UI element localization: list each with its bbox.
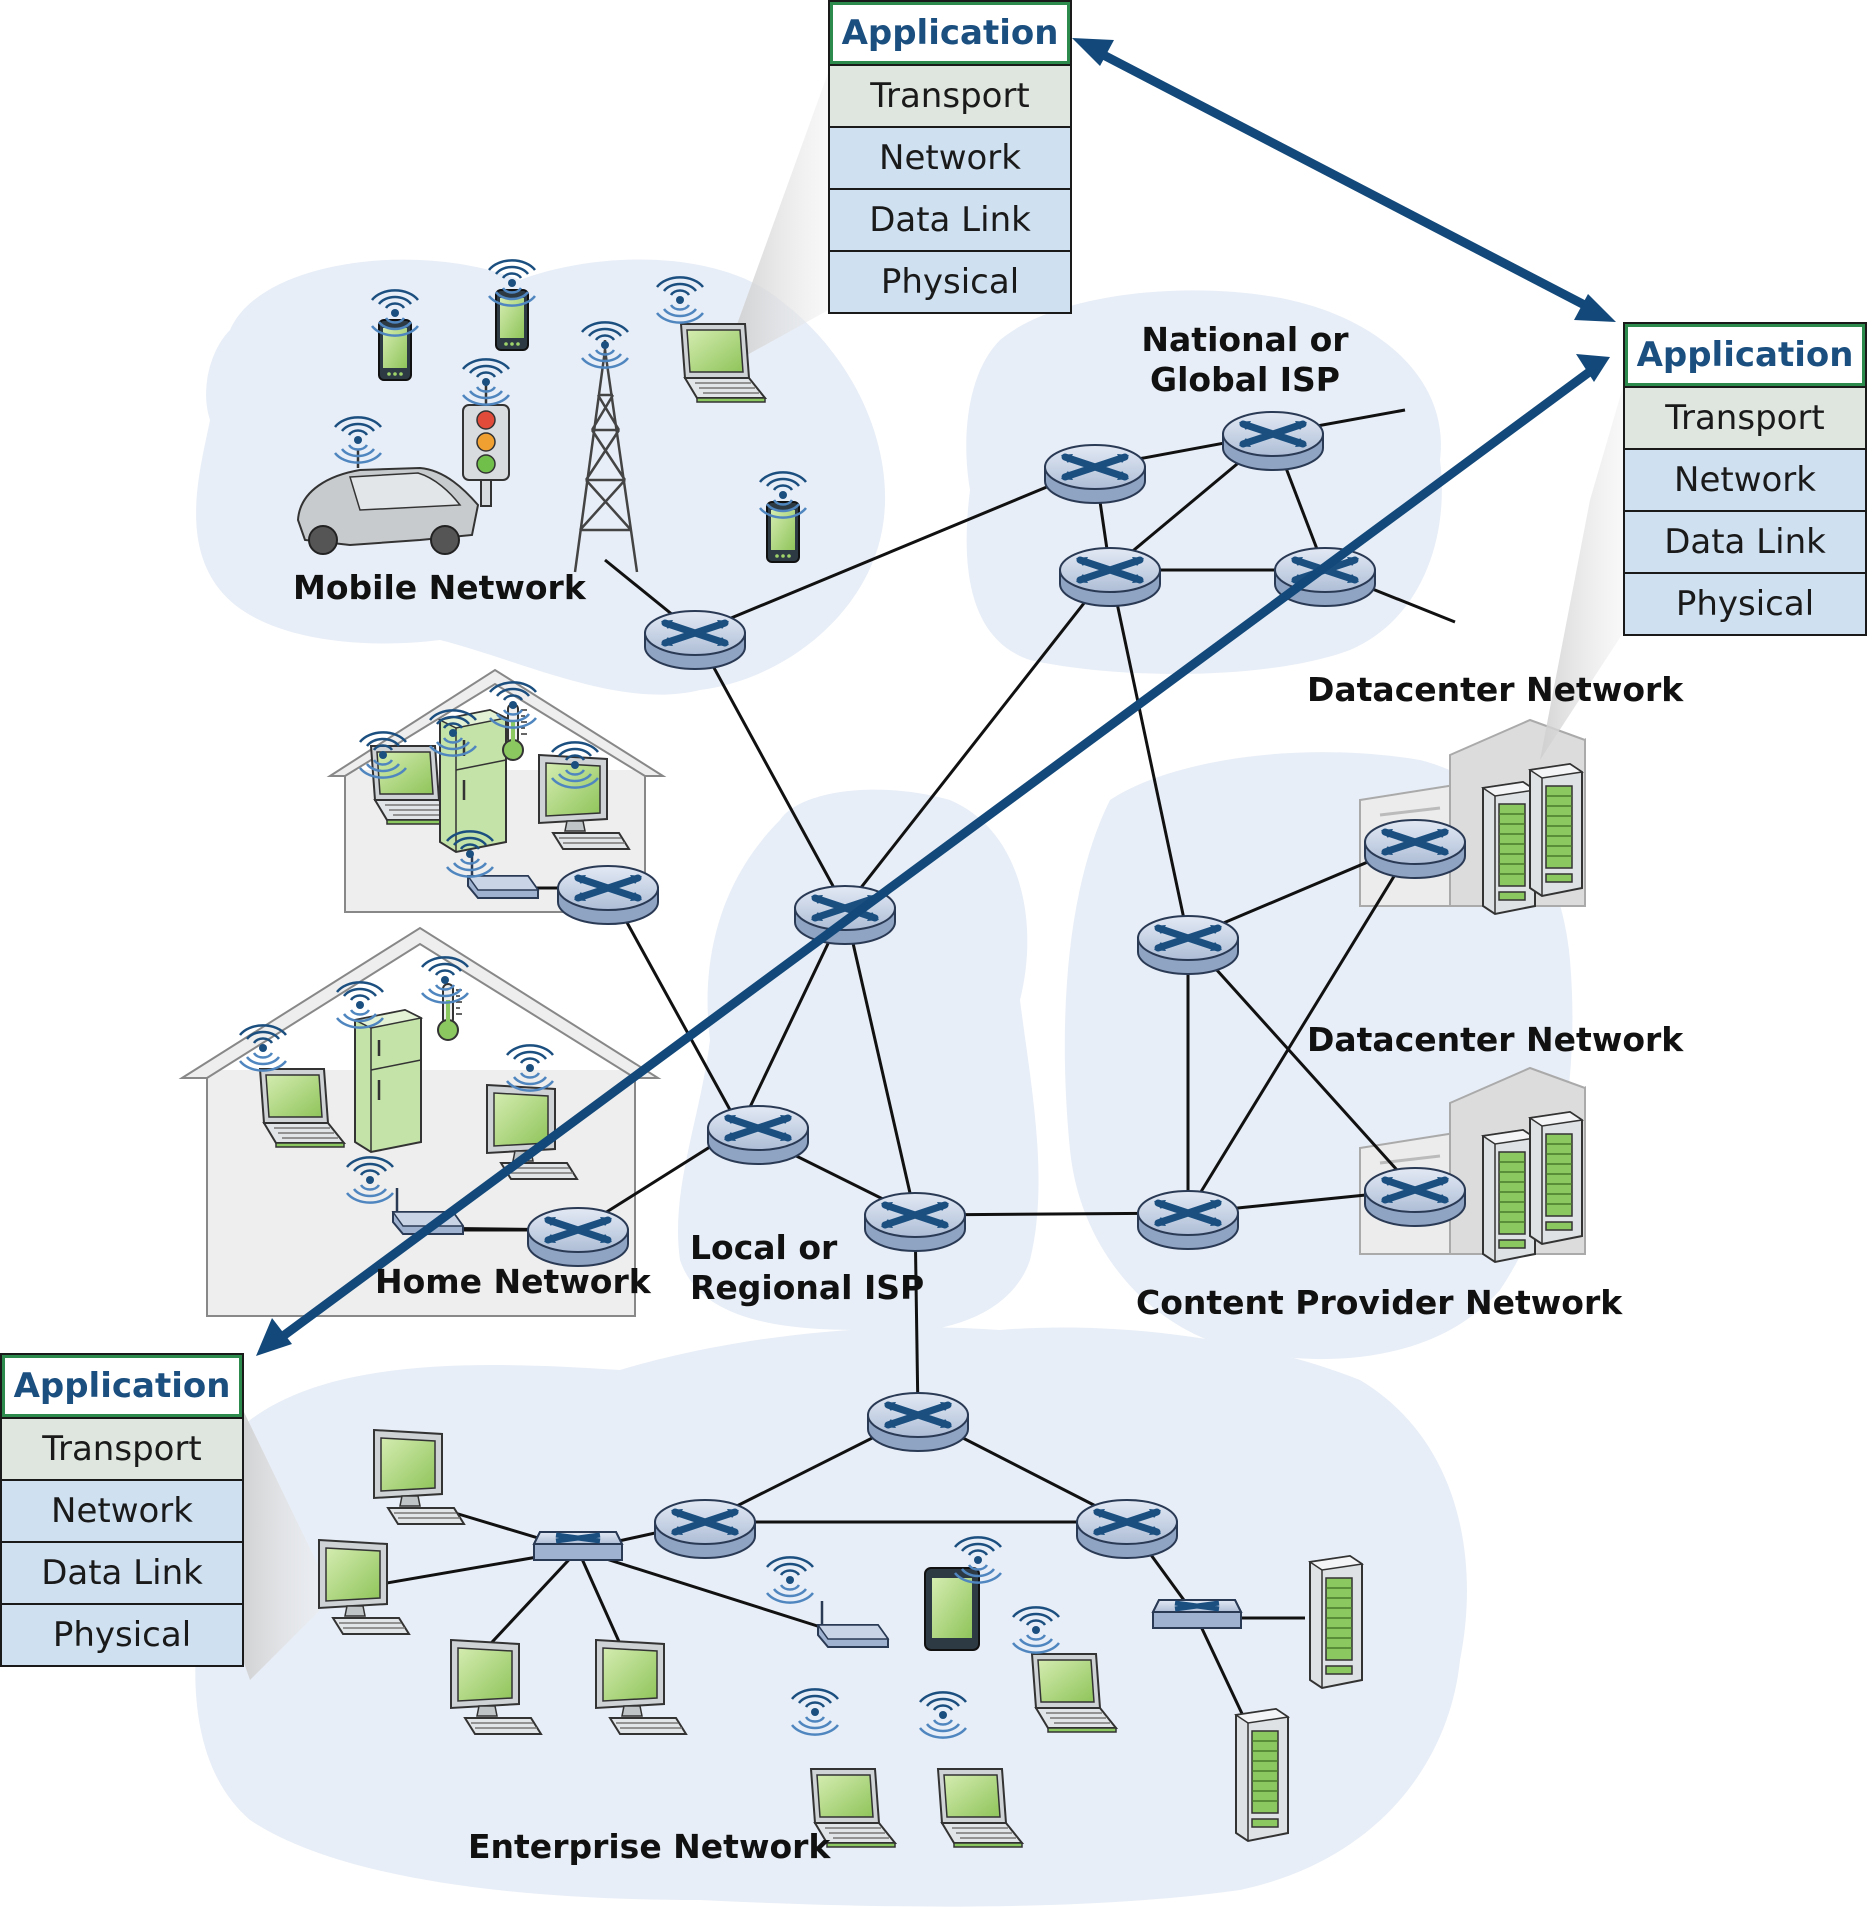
router-icon [1060,548,1160,606]
layer-network: Network [1625,448,1865,510]
router-icon [1077,1500,1177,1558]
router-icon [1138,916,1238,974]
router-icon [1045,445,1145,503]
layer-application: Application [1625,324,1865,386]
car-icon [296,450,480,555]
layer-application: Application [830,2,1070,64]
enterprise-network-label: Enterprise Network [468,1827,831,1866]
layer-network: Network [2,1479,242,1541]
local-isp-label-line1: Local or [690,1228,838,1267]
server-rack-icon [1235,1708,1289,1842]
router-icon [645,611,745,669]
protocol-stack-left: Application Transport Network Data Link … [0,1353,244,1667]
switch-icon [534,1532,622,1560]
layer-application: Application [2,1355,242,1417]
national-isp-label-line2: Global ISP [1150,359,1340,399]
server-rack-icon [1309,1555,1363,1689]
layer-transport: Transport [1625,386,1865,448]
national-isp-label-line1: National or [1141,320,1349,359]
router-icon [1365,1168,1465,1226]
router-icon [1223,412,1323,470]
mobile-network-label: Mobile Network [293,568,586,607]
tablet-icon [924,1567,980,1651]
refrigerator-icon [353,1008,423,1154]
left-stack-callout [243,1410,330,1680]
layer-data-link: Data Link [830,188,1070,250]
router-icon [655,1500,755,1558]
router-icon [708,1106,808,1164]
server-rack-icon [1482,1129,1536,1263]
switch-icon [1153,1600,1241,1628]
layer-physical: Physical [830,250,1070,312]
datacenter-network-label-upper: Datacenter Network [1307,670,1684,709]
top-stack-callout [735,62,832,360]
layer-physical: Physical [1625,572,1865,634]
protocol-stack-right: Application Transport Network Data Link … [1623,322,1867,636]
local-isp-label-line2: Regional ISP [690,1267,925,1307]
datacenter-network-label-lower: Datacenter Network [1307,1020,1684,1059]
protocol-stack-top: Application Transport Network Data Link … [828,0,1072,314]
national-isp-label: National or Global ISP [1100,320,1390,399]
server-rack-icon [1529,1111,1583,1245]
traffic-light-icon [462,385,510,507]
right-stack-callout [1540,380,1625,760]
local-isp-cloud [677,789,1039,1333]
router-icon [1365,820,1465,878]
layer-transport: Transport [2,1417,242,1479]
layer-physical: Physical [2,1603,242,1665]
cell-tower-icon [573,340,639,573]
local-isp-label: Local or Regional ISP [690,1228,924,1307]
layer-network: Network [830,126,1070,188]
router-icon [528,1208,628,1266]
server-rack-icon [1482,781,1536,915]
content-provider-network-label: Content Provider Network [1136,1283,1623,1322]
layer-data-link: Data Link [1625,510,1865,572]
router-icon [868,1393,968,1451]
end-to-end-arrows [256,38,1616,1356]
enterprise-network-cloud [195,1327,1467,1907]
server-rack-icon [1529,763,1583,897]
layer-transport: Transport [830,64,1070,126]
layer-data-link: Data Link [2,1541,242,1603]
home-network-label: Home Network [375,1262,651,1301]
router-icon [558,866,658,924]
router-icon [1138,1191,1238,1249]
